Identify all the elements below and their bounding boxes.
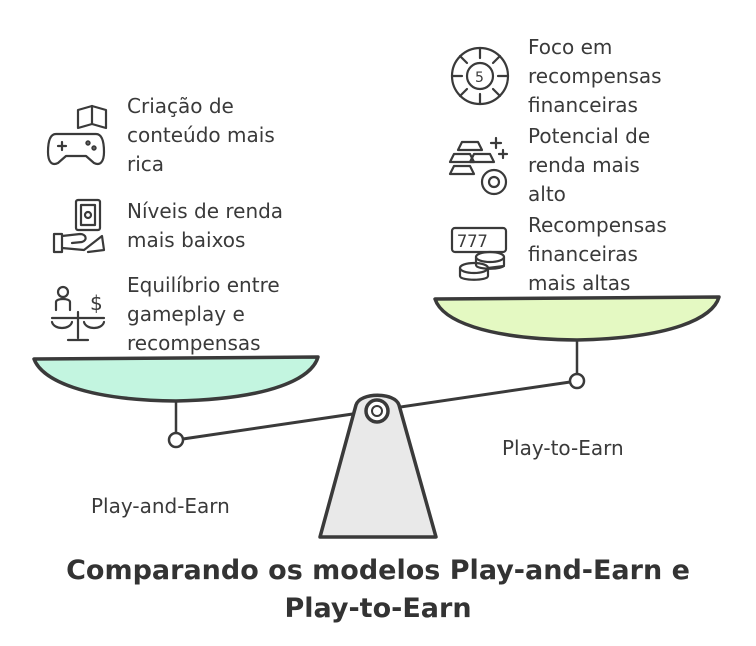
casino-chip-icon: 5 [450,46,510,106]
slot-machine-coins-icon: 777 [450,226,508,281]
hand-money-icon [52,198,106,254]
gold-bars-coin-icon [448,136,509,196]
left-item-3-text: Equilíbrio entre gameplay e recompensas [127,273,280,355]
left-pan [32,355,320,403]
right-side-label: Play-to-Earn [502,436,624,460]
right-pan [433,295,721,342]
svg-text:777: 777 [457,232,488,252]
svg-text:$: $ [90,291,103,315]
left-item-2-text: Níveis de renda mais baixos [127,199,284,252]
title-line-2: Play-to-Earn [284,593,472,624]
left-hanger-joint [167,431,185,449]
diagram-title: Comparando os modelos Play-and-Earn e Pl… [0,552,756,628]
right-item-2-text: Potencial de renda mais alto [528,124,651,206]
gamepad-book-icon [46,104,108,166]
balance-person-dollar-icon: $ [50,285,106,342]
left-side-label: Play-and-Earn [91,494,230,518]
right-item-3-text: Recompensas financeiras mais altas [528,213,667,295]
title-line-1: Comparando os modelos Play-and-Earn e [66,555,690,586]
fulcrum-pivot-inner [371,405,383,417]
right-hanger-joint [568,372,586,390]
left-item-1-text: Criação de conteúdo mais rica [127,94,275,176]
fulcrum [318,393,438,539]
right-item-1-text: Foco em recompensas financeiras [528,35,662,117]
svg-text:5: 5 [475,70,484,86]
